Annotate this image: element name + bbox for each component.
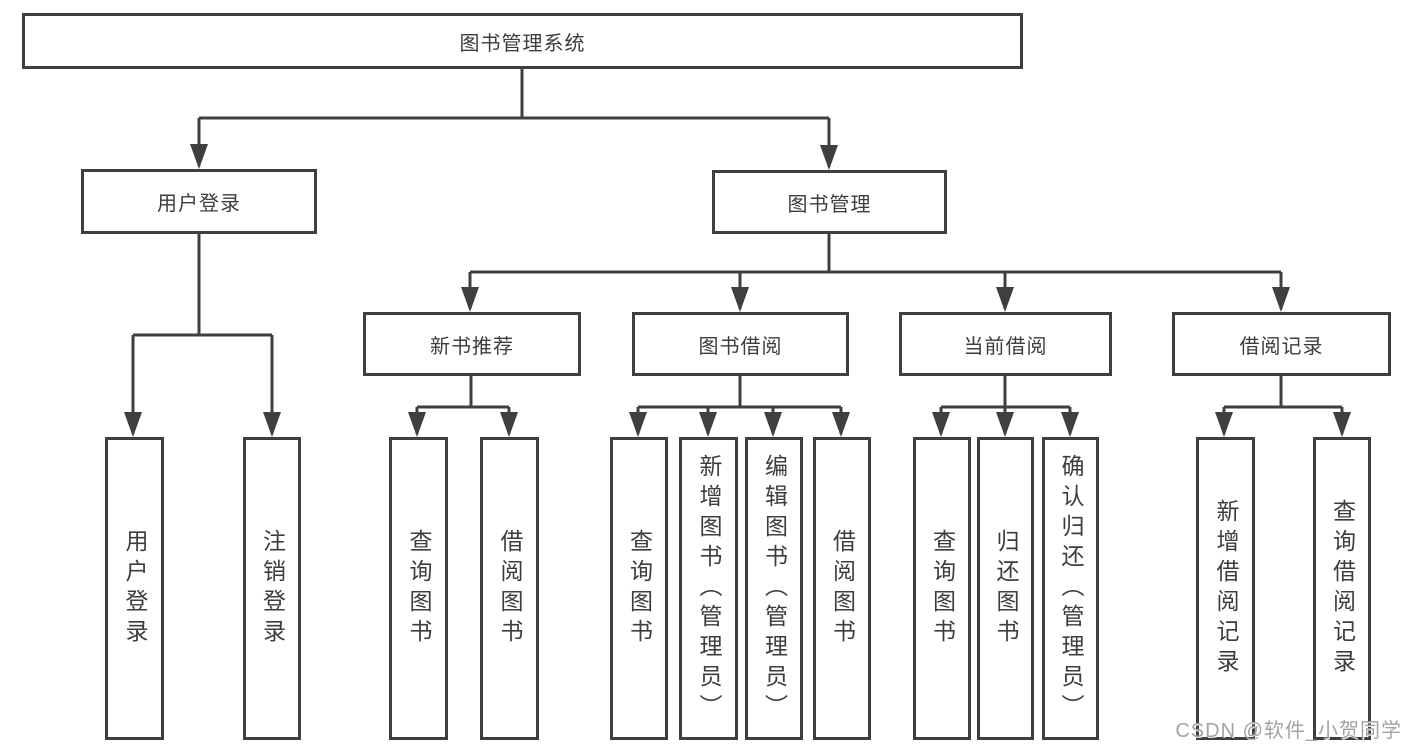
- leaf-query-books-current: 查询图书: [913, 437, 971, 740]
- leaf-query-books-borrow: 查询图书: [610, 437, 668, 740]
- node-label: 图书借阅: [698, 335, 783, 358]
- node-label: 用户登录: [122, 528, 148, 649]
- node-label: 新增借阅记录: [1213, 498, 1239, 679]
- leaf-confirm-return-admin: 确认归还（管理员）: [1042, 437, 1099, 740]
- leaf-edit-books-admin: 编辑图书（管理员）: [745, 437, 803, 740]
- node-label: 查询图书: [929, 528, 956, 649]
- node-label: 借阅记录: [1239, 335, 1324, 358]
- node-label: 查询借阅记录: [1329, 498, 1356, 679]
- node-label: 查询图书: [626, 528, 653, 649]
- node-label: 借阅图书: [497, 528, 523, 649]
- node-borrowing-records: 借阅记录: [1172, 312, 1391, 376]
- node-label: 确认归还（管理员）: [1058, 453, 1084, 724]
- node-current-borrowing: 当前借阅: [899, 312, 1112, 376]
- node-label: 新增图书（管理员）: [696, 453, 722, 724]
- leaf-return-books: 归还图书: [977, 437, 1034, 740]
- leaf-query-borrow-record: 查询借阅记录: [1313, 437, 1371, 740]
- node-label: 编辑图书（管理员）: [761, 453, 788, 724]
- leaf-borrow-books: 借阅图书: [813, 437, 871, 740]
- leaf-user-login: 用户登录: [105, 437, 164, 740]
- node-new-book-recommendation: 新书推荐: [363, 312, 581, 376]
- leaf-logout: 注销登录: [243, 437, 301, 740]
- node-label: 新书推荐: [430, 335, 514, 358]
- leaf-borrow-books-recommend: 借阅图书: [480, 437, 539, 740]
- node-label: 用户登录: [157, 193, 241, 215]
- node-book-borrowing: 图书借阅: [632, 312, 849, 376]
- node-user-login: 用户登录: [81, 169, 317, 234]
- node-label: 图书管理系统: [459, 32, 586, 55]
- node-book-management: 图书管理: [712, 170, 947, 234]
- leaf-query-books-recommend: 查询图书: [389, 437, 448, 740]
- node-label: 归还图书: [993, 528, 1019, 649]
- node-label: 当前借阅: [963, 335, 1048, 358]
- node-label: 查询图书: [406, 528, 432, 649]
- watermark-text: CSDN @软件_小贺同学: [1175, 720, 1402, 742]
- node-library-management-system: 图书管理系统: [22, 13, 1023, 69]
- leaf-add-books-admin: 新增图书（管理员）: [679, 437, 738, 740]
- leaf-add-borrow-record: 新增借阅记录: [1196, 437, 1255, 740]
- node-label: 借阅图书: [829, 528, 856, 649]
- node-label: 注销登录: [259, 528, 286, 649]
- node-label: 图书管理: [787, 193, 872, 216]
